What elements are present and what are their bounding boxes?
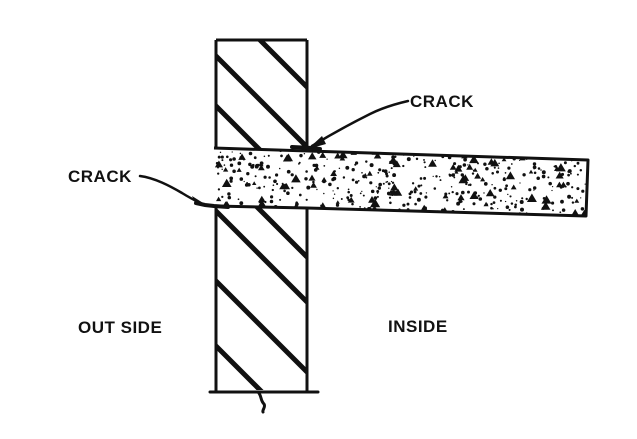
leader-arrowheads	[192, 136, 326, 206]
lower-crack-arrowhead	[192, 196, 208, 206]
lower-crack-leader	[138, 174, 204, 206]
ground-line	[208, 390, 320, 414]
upper-crack-arrowhead	[308, 136, 326, 149]
wall-lower-hatch	[216, 207, 307, 390]
upper-crack-leader	[310, 99, 410, 148]
crack-label-upper: CRACK	[410, 92, 474, 111]
wall-outline	[214, 38, 309, 392]
crack-label-lower: CRACK	[68, 167, 132, 186]
concrete-slab	[213, 146, 590, 218]
inside-label: INSIDE	[388, 317, 448, 336]
upper-crack-line	[290, 145, 322, 151]
wall-upper-hatch	[216, 40, 307, 148]
outside-label: OUT SIDE	[78, 318, 162, 337]
